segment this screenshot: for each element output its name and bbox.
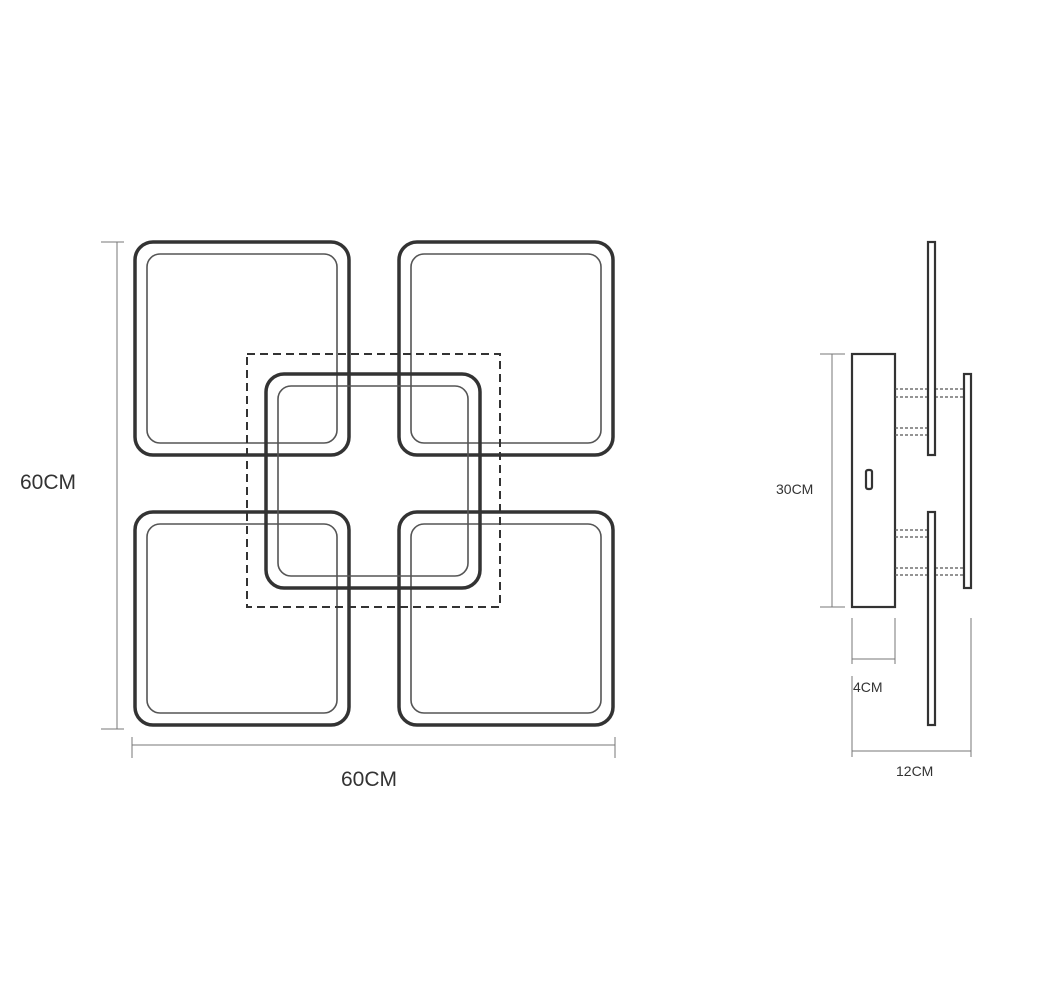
side-view <box>820 240 973 757</box>
mounting-base-outline <box>246 353 501 608</box>
base-depth-label: 4CM <box>853 679 883 695</box>
frame-top-right <box>397 240 615 457</box>
mounting-rods <box>895 388 964 576</box>
frame-top-left <box>133 240 351 457</box>
side-frame-center <box>962 372 973 590</box>
side-frame-lower <box>926 510 937 727</box>
front-width-label: 60CM <box>341 768 398 791</box>
front-view <box>101 240 616 758</box>
side-frame-upper <box>926 240 937 457</box>
height-dimension-line <box>101 241 124 730</box>
ceiling-base-box <box>850 352 897 609</box>
width-dimension-line <box>131 737 616 758</box>
usb-port <box>864 468 874 491</box>
front-height-label: 60CM <box>20 471 77 494</box>
frame-center <box>264 372 482 590</box>
frame-bottom-left <box>133 510 351 727</box>
base-depth-dimension-line <box>851 618 896 664</box>
frame-bottom-right <box>397 510 615 727</box>
side-height-label: 30CM <box>776 481 814 497</box>
total-depth-label: 12CM <box>896 763 934 779</box>
total-depth-dimension-line <box>851 618 972 757</box>
side-height-dimension-line <box>820 353 845 608</box>
